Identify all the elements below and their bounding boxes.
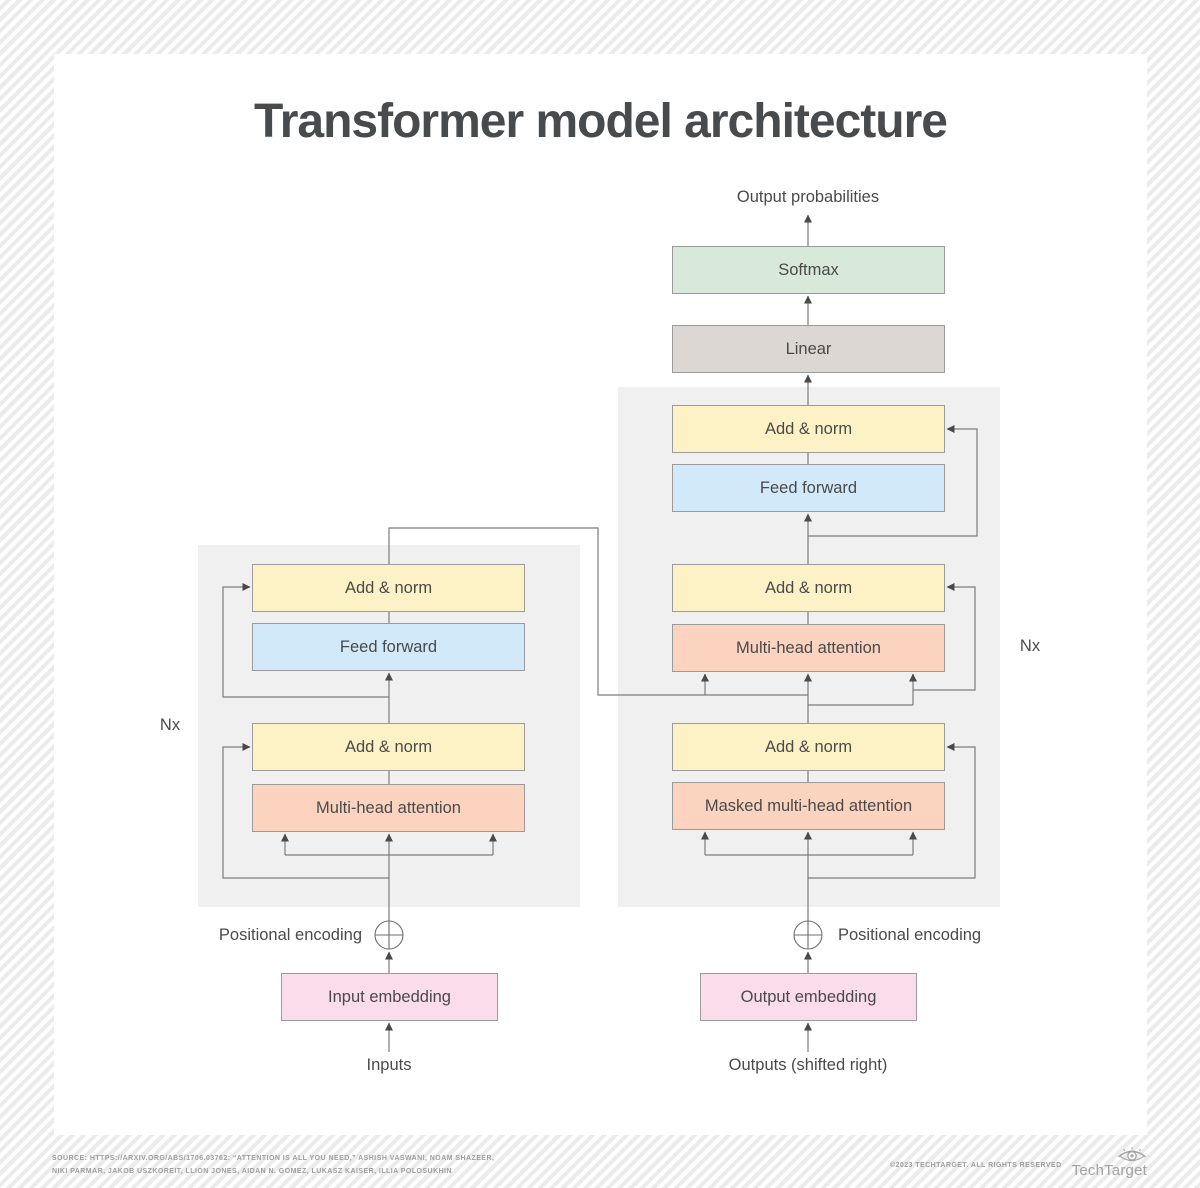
source-line-1: SOURCE: HTTPS://ARXIV.ORG/ABS/1706.03762… — [52, 1155, 495, 1162]
encoder-positional-encoding-label: Positional encoding — [218, 926, 362, 944]
encoder-feed-forward-block: Feed forward — [252, 623, 525, 671]
eye-icon — [1118, 1147, 1146, 1162]
decoder-nx-label: Nx — [1019, 637, 1041, 655]
output-embedding-block: Output embedding — [700, 973, 917, 1021]
decoder-add-norm-2-block: Add & norm — [672, 564, 945, 612]
footer-right: ©2023 TECHTARGET. ALL RIGHTS RESERVED Te… — [889, 1147, 1147, 1179]
inputs-label: Inputs — [366, 1056, 412, 1074]
outputs-shifted-right-label: Outputs (shifted right) — [728, 1056, 888, 1074]
softmax-block: Softmax — [672, 246, 945, 294]
brand-wordmark: TechTarget — [1071, 1162, 1147, 1179]
copyright-label: ©2023 TECHTARGET. ALL RIGHTS RESERVED — [889, 1162, 1062, 1169]
source-attribution: SOURCE: HTTPS://ARXIV.ORG/ABS/1706.03762… — [52, 1152, 494, 1178]
input-embedding-block: Input embedding — [281, 973, 498, 1021]
encoder-multi-head-attention-block: Multi-head attention — [252, 784, 525, 832]
encoder-add-norm-2-block: Add & norm — [252, 723, 525, 771]
page-title: Transformer model architecture — [254, 95, 948, 148]
decoder-add-norm-3-block: Add & norm — [672, 723, 945, 771]
source-line-2: NIKI PARMAR, JAKOB USZKOREIT, LLION JONE… — [52, 1168, 452, 1175]
encoder-nx-label: Nx — [159, 716, 181, 734]
plus-circle-icon-decoder — [793, 920, 823, 950]
encoder-add-norm-1-block: Add & norm — [252, 564, 525, 612]
techtarget-logo: TechTarget — [1071, 1147, 1147, 1179]
decoder-masked-multi-head-attention-block: Masked multi-head attention — [672, 782, 945, 830]
plus-circle-icon-encoder — [374, 920, 404, 950]
decoder-feed-forward-block: Feed forward — [672, 464, 945, 512]
linear-block: Linear — [672, 325, 945, 373]
decoder-add-norm-1-block: Add & norm — [672, 405, 945, 453]
output-probabilities-label: Output probabilities — [736, 188, 880, 206]
decoder-positional-encoding-label: Positional encoding — [838, 926, 982, 944]
decoder-multi-head-attention-block: Multi-head attention — [672, 624, 945, 672]
